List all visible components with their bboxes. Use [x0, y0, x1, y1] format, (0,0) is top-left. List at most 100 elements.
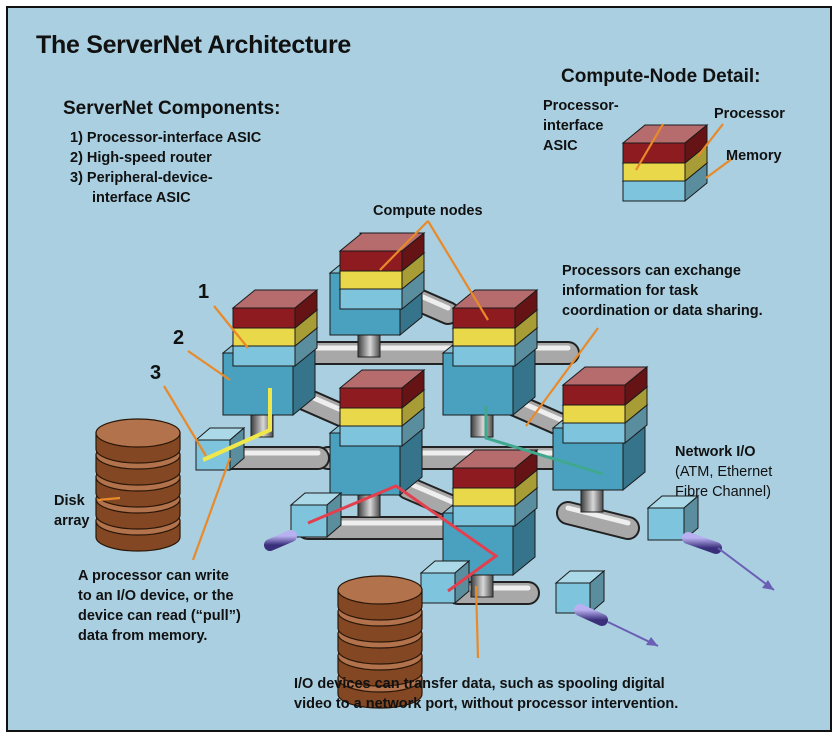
compute-node-back-center-processor-side	[401, 231, 425, 273]
io-asic-network-right	[646, 494, 700, 542]
network-io-label: Network I/O	[675, 444, 756, 460]
detail-heading: Compute-Node Detail:	[561, 66, 761, 87]
compute-node-left-processor-side	[294, 288, 318, 330]
detail-memory-label: Memory	[726, 148, 782, 164]
callout-number-2: 2	[173, 327, 185, 349]
network-cable-right	[682, 532, 722, 554]
compute-node-left-processor	[231, 288, 319, 330]
compute-node-back-right-processor-front	[452, 307, 516, 329]
transfer-note-2: video to a network port, without process…	[294, 696, 679, 712]
leader-write-note	[191, 457, 232, 561]
write-note-4: data from memory.	[78, 628, 208, 644]
compute-node-right-memory-front	[562, 404, 626, 424]
component-item-2: 2) High-speed router	[70, 150, 212, 166]
pipe-right-link	[558, 503, 638, 538]
detail-asic-label-2: interface	[543, 118, 604, 134]
compute-node-left-memory-front	[232, 327, 296, 347]
component-item-3-cont: interface ASIC	[92, 190, 191, 206]
compute-node-right-processor-front	[562, 384, 626, 406]
compute-node-back-right-asic-front	[452, 345, 516, 367]
compute-node-center	[338, 368, 426, 448]
diagram-title: The ServerNet Architecture	[36, 31, 352, 59]
routers-and-nodes	[95, 123, 709, 709]
leader-detail-asic	[635, 123, 664, 171]
compute-node-right-processor-side	[624, 365, 648, 407]
compute-node-left-processor-front	[232, 307, 296, 329]
detail-asic-label-3: ASIC	[543, 138, 578, 154]
compute-node-back-center-processor-front	[339, 250, 403, 272]
component-item-1: 1) Processor-interface ASIC	[70, 130, 262, 146]
data-paths	[202, 388, 775, 647]
io-asic-disk-left	[194, 426, 246, 472]
leader-detail-memory	[705, 157, 734, 179]
network-io-sub-1: (ATM, Ethernet	[675, 464, 773, 480]
compute-node-back-right-processor-side	[514, 288, 538, 330]
servernet-diagram	[95, 123, 775, 709]
exchange-label-2: information for task	[562, 283, 699, 299]
exchange-label-1: Processors can exchange	[562, 263, 741, 279]
write-note-2: to an I/O device, or the	[78, 588, 234, 604]
leader-callout-2	[187, 350, 231, 381]
compute-node-left	[231, 288, 319, 368]
compute-node-back-center-asic-front	[339, 288, 403, 310]
exchange-label-3: coordination or data sharing.	[562, 303, 763, 319]
compute-node-front	[451, 448, 539, 528]
diagram-frame: The ServerNet Architecture ServerNet Com…	[6, 6, 832, 732]
callout-number-1: 1	[198, 281, 210, 303]
compute-node-front-memory-front	[452, 487, 516, 507]
network-cable-front	[574, 604, 608, 626]
transfer-note-1: I/O devices can transfer data, such as s…	[294, 676, 665, 692]
write-note-1: A processor can write	[78, 568, 229, 584]
disk-array-label-1: Disk	[54, 493, 85, 509]
compute-node-right-asic-front	[562, 422, 626, 444]
compute-node-back-center	[338, 231, 426, 311]
io-asic-network-right-side	[683, 494, 699, 542]
component-item-3: 3) Peripheral-device-	[70, 170, 213, 186]
write-path-line	[202, 388, 272, 462]
compute-node-detail-asic-front	[622, 180, 686, 202]
compute-node-center-asic-front	[339, 425, 403, 447]
compute-node-center-processor	[338, 368, 426, 410]
leader-transfer-note	[474, 585, 480, 659]
network-cable-left	[264, 530, 297, 551]
write-note-3: device can read (“pull”)	[78, 608, 241, 624]
detail-processor-label: Processor	[714, 106, 785, 122]
compute-node-center-processor-front	[339, 387, 403, 409]
compute-node-front-processor-side	[514, 448, 538, 490]
compute-node-back-right-processor	[451, 288, 539, 330]
compute-node-detail	[621, 123, 709, 203]
compute-node-left-asic-front	[232, 345, 296, 367]
leader-compute-nodes-2	[427, 220, 489, 321]
pipe-right-link-shine	[565, 505, 631, 526]
disk-array-label-2: array	[54, 513, 90, 529]
network-arrowhead-front	[646, 637, 658, 646]
compute-node-right	[561, 365, 649, 445]
leader-callout-3	[163, 385, 207, 457]
disk-array-front-platter-top-1	[337, 575, 423, 605]
components-heading: ServerNet Components:	[63, 98, 281, 119]
compute-node-front-asic-front	[452, 505, 516, 527]
compute-node-front-processor-front	[452, 467, 516, 489]
compute-node-detail-memory-front	[622, 162, 686, 182]
compute-node-back-right-memory-front	[452, 327, 516, 347]
compute-node-detail-processor-front	[622, 142, 686, 164]
compute-node-back-right	[451, 288, 539, 368]
compute-node-front-processor	[451, 448, 539, 490]
io-asic-network-front-side	[589, 569, 605, 615]
leader-detail-processor	[697, 123, 724, 157]
network-arrow-right	[717, 547, 775, 591]
leader-exchange	[525, 327, 599, 427]
compute-node-right-processor	[561, 365, 649, 407]
disk-array-front	[337, 575, 423, 709]
io-asic-network-right-front	[647, 507, 685, 541]
io-asic-network-left-side	[326, 491, 342, 539]
compute-node-detail-processor	[621, 123, 709, 165]
network-io-sub-2: Fibre Channel)	[675, 484, 771, 500]
disk-array-left	[95, 418, 181, 552]
compute-node-center-memory-front	[339, 407, 403, 427]
leader-lines	[97, 123, 734, 659]
leader-callout-1	[213, 305, 249, 349]
compute-node-center-processor-side	[401, 368, 425, 410]
io-asic-network-left	[289, 491, 343, 539]
leader-compute-nodes-1	[379, 220, 429, 271]
